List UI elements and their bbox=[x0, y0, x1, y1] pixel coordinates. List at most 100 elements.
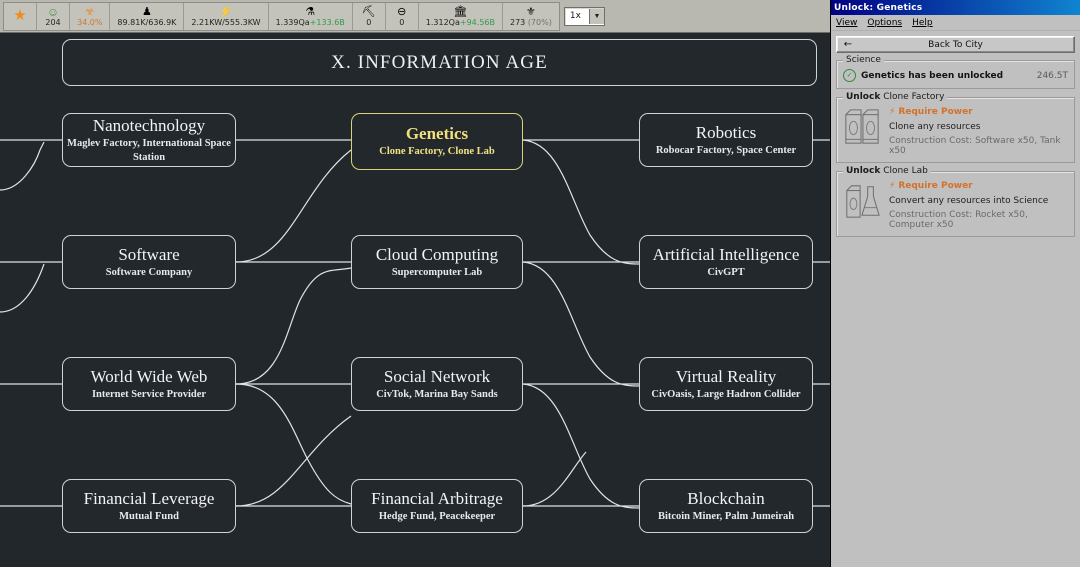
unlock-group-legend: Unlock Clone Lab bbox=[843, 166, 931, 176]
hud-cell-star[interactable]: ★ bbox=[4, 2, 37, 30]
power-value: 2.21KW/555.3KW bbox=[191, 17, 261, 27]
era-title: X. INFORMATION AGE bbox=[331, 51, 548, 73]
tech-node-nanotechnology[interactable]: Nanotechnology Maglev Factory, Internati… bbox=[62, 113, 236, 167]
hud-cell-worker[interactable]: ⊖ 0 bbox=[386, 2, 419, 30]
window-title-bar: Unlock: Genetics bbox=[831, 0, 1080, 15]
tech-node-genetics[interactable]: Genetics Clone Factory, Clone Lab bbox=[351, 113, 523, 170]
tech-node-title: Cloud Computing bbox=[375, 244, 499, 264]
clone-lab-icon bbox=[846, 185, 880, 218]
tech-node-title: Financial Leverage bbox=[83, 488, 215, 508]
tech-node-subtitle: Clone Factory, Clone Lab bbox=[379, 146, 495, 157]
population-value: 89.81K/636.9K bbox=[117, 17, 177, 27]
tech-node-subtitle: Maglev Factory, International Space Stat… bbox=[67, 137, 231, 163]
tech-tree-canvas[interactable]: X. INFORMATION AGE Nanotechnology Maglev… bbox=[0, 0, 830, 567]
star-icon: ★ bbox=[13, 7, 27, 24]
worker-icon: ⊖ bbox=[397, 5, 407, 18]
hud-cell-population[interactable]: ♟ 89.81K/636.9K bbox=[110, 2, 185, 30]
era-header: X. INFORMATION AGE bbox=[62, 39, 817, 86]
unlock-body: ⚡ Require Power Convert any resources in… bbox=[843, 181, 1068, 230]
menu-item-help[interactable]: Help bbox=[912, 17, 933, 28]
clone-factory-icon bbox=[845, 109, 879, 144]
unlock-group-clone-factory[interactable]: Unlock Clone Factory ⚡ bbox=[836, 92, 1075, 163]
unlock-description: Clone any resources bbox=[889, 122, 981, 132]
hud-cell-happiness[interactable]: ☺ 204 bbox=[37, 2, 70, 30]
tech-node-subtitle: Internet Service Provider bbox=[91, 388, 207, 400]
back-to-city-button[interactable]: ← Back To City bbox=[836, 36, 1075, 53]
power-bolt-icon: ⚡ bbox=[889, 107, 896, 117]
worker-value: 0 bbox=[399, 17, 405, 27]
tech-node-title: Robotics bbox=[695, 122, 757, 142]
tech-node-title: Social Network bbox=[383, 366, 491, 386]
culture-value: 273 (70%) bbox=[509, 17, 552, 27]
science-group-legend: Science bbox=[843, 55, 884, 65]
tech-node-subtitle: Bitcoin Miner, Palm Jumeirah bbox=[657, 510, 795, 522]
tech-node-subtitle: CivGPT bbox=[707, 266, 745, 278]
unlock-body: ⚡ Require Power Clone any resources Cons… bbox=[843, 107, 1068, 156]
chevron-down-icon[interactable]: ▼ bbox=[588, 8, 604, 24]
requirement-text: Require Power bbox=[898, 181, 973, 191]
tech-node-software[interactable]: Software Software Company bbox=[62, 235, 236, 289]
hud-cell-pollution[interactable]: ☣ 34.0% bbox=[70, 2, 111, 30]
resource-hud-strip: ★ ☺ 204 ☣ 34.0% ♟ 89.81K/636.9K ⚡ 2.21KW… bbox=[3, 1, 560, 31]
tech-node-world-wide-web[interactable]: World Wide Web Internet Service Provider bbox=[62, 357, 236, 411]
trade-value: 0 bbox=[366, 17, 372, 27]
tech-node-title: Artificial Intelligence bbox=[652, 244, 800, 264]
tech-node-cloud-computing[interactable]: Cloud Computing Supercomputer Lab bbox=[351, 235, 523, 289]
hud-cell-power[interactable]: ⚡ 2.21KW/555.3KW bbox=[184, 2, 269, 30]
menu-item-view[interactable]: View bbox=[836, 17, 858, 28]
pollution-value: 34.0% bbox=[77, 17, 103, 27]
construction-cost: Construction Cost: Software x50, Tank x5… bbox=[889, 136, 1061, 156]
tech-node-title: Virtual Reality bbox=[675, 366, 777, 386]
hud-cell-bank[interactable]: 🏛 1.312Qa+94.56B bbox=[419, 2, 503, 30]
unlock-group-legend: Unlock Clone Factory bbox=[843, 92, 948, 102]
window-body: ← Back To City Science ✓ Genetics has be… bbox=[831, 31, 1080, 237]
tech-node-subtitle: Robocar Factory, Space Center bbox=[655, 144, 797, 156]
science-status-text: Genetics has been unlocked bbox=[861, 70, 1004, 81]
speed-select[interactable]: 1x ▼ bbox=[563, 6, 605, 26]
back-to-city-label: Back To City bbox=[928, 39, 983, 50]
requirement-row: ⚡ Require Power bbox=[889, 181, 1068, 191]
back-arrow-icon: ← bbox=[843, 39, 853, 50]
resource-hud[interactable]: ★ ☺ 204 ☣ 34.0% ♟ 89.81K/636.9K ⚡ 2.21KW… bbox=[0, 0, 830, 33]
tech-node-subtitle: CivOasis, Large Hadron Collider bbox=[651, 388, 801, 400]
tech-node-title: Financial Arbitrage bbox=[371, 488, 503, 508]
hud-cell-culture[interactable]: ⚜ 273 (70%) bbox=[503, 3, 559, 30]
happiness-icon: ☺ bbox=[46, 4, 60, 19]
construction-cost: Construction Cost: Rocket x50, Computer … bbox=[889, 210, 1028, 230]
tech-node-title: World Wide Web bbox=[90, 366, 208, 386]
tech-node-social-network[interactable]: Social Network CivTok, Marina Bay Sands bbox=[351, 357, 523, 411]
tech-node-title: Genetics bbox=[405, 124, 469, 143]
culture-icon: ⚜ bbox=[525, 5, 536, 18]
speed-value: 1x bbox=[569, 11, 581, 21]
unlock-window: Unlock: Genetics View Options Help ← Bac… bbox=[830, 0, 1080, 567]
menu-bar[interactable]: View Options Help bbox=[831, 15, 1080, 31]
population-icon: ♟ bbox=[141, 5, 152, 18]
tech-node-title: Software bbox=[118, 244, 180, 264]
check-circle-icon: ✓ bbox=[843, 69, 856, 82]
happiness-value: 204 bbox=[45, 17, 61, 27]
tech-node-virtual-reality[interactable]: Virtual Reality CivOasis, Large Hadron C… bbox=[639, 357, 813, 411]
tech-node-subtitle: Supercomputer Lab bbox=[391, 266, 483, 278]
unlock-description: Convert any resources into Science bbox=[889, 196, 1049, 206]
tech-node-robotics[interactable]: Robotics Robocar Factory, Space Center bbox=[639, 113, 813, 167]
pollution-icon: ☣ bbox=[84, 5, 95, 18]
power-icon: ⚡ bbox=[219, 5, 233, 18]
bank-icon: 🏛 bbox=[453, 5, 468, 18]
hud-cell-trade[interactable]: ⛏ 0 bbox=[353, 2, 386, 30]
tech-node-subtitle: Software Company bbox=[105, 266, 193, 278]
tech-node-financial-arbitrage[interactable]: Financial Arbitrage Hedge Fund, Peacekee… bbox=[351, 479, 523, 533]
tech-node-artificial-intelligence[interactable]: Artificial Intelligence CivGPT bbox=[639, 235, 813, 289]
tech-node-blockchain[interactable]: Blockchain Bitcoin Miner, Palm Jumeirah bbox=[639, 479, 813, 533]
requirement-row: ⚡ Require Power bbox=[889, 107, 1068, 117]
power-bolt-icon: ⚡ bbox=[889, 181, 896, 191]
window-title: Unlock: Genetics bbox=[834, 2, 923, 13]
menu-item-options[interactable]: Options bbox=[867, 17, 903, 28]
speed-control[interactable]: 1x ▼ bbox=[560, 6, 609, 26]
science-icon: ⚗ bbox=[305, 5, 316, 18]
science-value: 1.339Qa+133.6B bbox=[275, 17, 345, 27]
unlock-group-clone-lab[interactable]: Unlock Clone Lab ⚡ Require Power bbox=[836, 166, 1075, 237]
unlock-text: ⚡ Require Power Convert any resources in… bbox=[889, 181, 1068, 230]
tech-node-financial-leverage[interactable]: Financial Leverage Mutual Fund bbox=[62, 479, 236, 533]
hud-cell-science[interactable]: ⚗ 1.339Qa+133.6B bbox=[269, 2, 353, 30]
